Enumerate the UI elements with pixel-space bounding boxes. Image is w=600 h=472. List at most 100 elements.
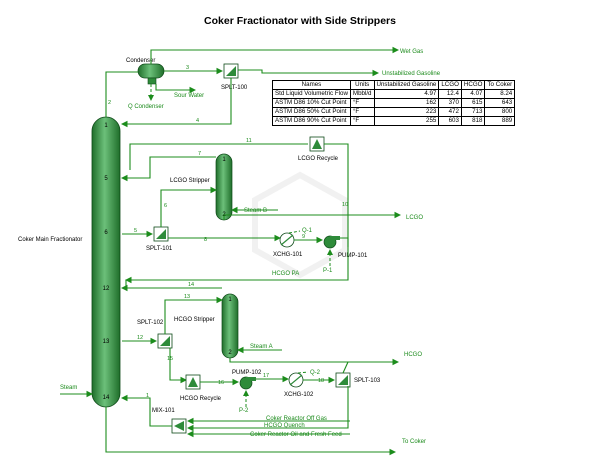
q-condenser-label: Q Condenser bbox=[128, 104, 164, 110]
q2-stream bbox=[297, 371, 309, 374]
main-tray-14: 14 bbox=[103, 395, 110, 401]
splt-102[interactable] bbox=[157, 333, 173, 349]
cell-value: 472 bbox=[438, 107, 462, 117]
xchg-101-label: XCHG-101 bbox=[273, 252, 303, 258]
table-row: ASTM D86 50% Cut Point °F 223 472 713 80… bbox=[272, 107, 516, 117]
cell-value: 255 bbox=[373, 116, 440, 126]
xchg-101[interactable] bbox=[279, 232, 295, 248]
cell-value: 603 bbox=[438, 116, 462, 126]
row-name: ASTM D86 10% Cut Point bbox=[272, 98, 351, 108]
results-table: Names Units Unstabilized Gasoline LCGO H… bbox=[272, 80, 516, 126]
stream-2 bbox=[105, 71, 138, 117]
watermark-logo bbox=[252, 171, 348, 279]
stream-14-label: 14 bbox=[188, 282, 194, 288]
cell-value: 713 bbox=[460, 107, 486, 117]
stream-13 bbox=[164, 296, 224, 334]
cell-value: 4.97 bbox=[373, 89, 440, 99]
cell-value: 8.24 bbox=[484, 89, 516, 99]
stream-17-label: 17 bbox=[263, 373, 269, 379]
diagram-title: Coker Fractionator with Side Strippers bbox=[204, 15, 396, 27]
mix-101[interactable] bbox=[171, 418, 187, 434]
col-header-units: Units bbox=[349, 80, 375, 90]
stream-6-label: 6 bbox=[164, 203, 167, 209]
row-name: ASTM D86 90% Cut Point bbox=[272, 116, 351, 126]
main-tray-1: 1 bbox=[104, 123, 108, 129]
col-header-names: Names bbox=[272, 80, 351, 90]
stream-unstab-gasoline bbox=[238, 69, 380, 77]
cell-value: 800 bbox=[484, 107, 516, 117]
col-header-unstab-gasoline: Unstabilized Gasoline bbox=[373, 80, 440, 90]
table-row: Std Liquid Volumetric Flow Mbbl/d 4.97 1… bbox=[272, 89, 516, 99]
unstab-gasoline-label: Unstabilized Gasoline bbox=[382, 71, 441, 77]
splt-101[interactable] bbox=[153, 226, 169, 242]
pump-101-label: PUMP-101 bbox=[338, 253, 368, 259]
mix-101-label: MIX-101 bbox=[152, 408, 175, 414]
stream-7-label: 7 bbox=[198, 151, 201, 157]
steam-b-label: Steam B bbox=[244, 208, 267, 214]
main-tray-12: 12 bbox=[103, 286, 110, 292]
pump-102-label: PUMP-102 bbox=[232, 370, 262, 376]
main-fractionator[interactable] bbox=[91, 116, 121, 408]
stream-pump101-out bbox=[340, 237, 349, 247]
condenser-label: Condenser bbox=[126, 58, 155, 64]
stream-2-label: 2 bbox=[108, 100, 111, 106]
cell-value: 223 bbox=[373, 107, 440, 117]
row-unit: Mbbl/d bbox=[349, 89, 375, 99]
stream-6 bbox=[160, 186, 218, 227]
lcgo-label: LCGO bbox=[406, 215, 423, 221]
splt-103-label: SPLT-103 bbox=[354, 378, 381, 384]
stream-11 bbox=[129, 143, 308, 170]
row-unit: °F bbox=[349, 98, 375, 108]
hcgo-stripper-label: HCGO Stripper bbox=[174, 317, 215, 323]
stream-18-label: 18 bbox=[318, 378, 324, 384]
cell-value: 889 bbox=[484, 116, 516, 126]
splt-103[interactable] bbox=[335, 372, 351, 388]
hcgo-label: HCGO bbox=[404, 352, 422, 358]
wet-gas-label: Wet Gas bbox=[400, 49, 423, 55]
steam-label: Steam bbox=[60, 385, 77, 391]
table-row: ASTM D86 90% Cut Point °F 255 603 818 88… bbox=[272, 116, 516, 126]
cell-value: 4.07 bbox=[460, 89, 486, 99]
stream-splt103-up bbox=[342, 361, 349, 374]
hcgo-pa-label: HCGO PA bbox=[272, 271, 299, 277]
col-header-to-coker: To Coker bbox=[484, 80, 516, 90]
stream-12-label: 12 bbox=[137, 335, 143, 341]
cell-value: 370 bbox=[438, 98, 462, 108]
row-name: Std Liquid Volumetric Flow bbox=[272, 89, 351, 99]
splt-102-label: SPLT-102 bbox=[137, 320, 164, 326]
xchg-102[interactable] bbox=[288, 372, 304, 388]
stream-hcgo-quench bbox=[186, 386, 349, 432]
row-unit: °F bbox=[349, 116, 375, 126]
pump-102[interactable] bbox=[239, 376, 256, 390]
stream-11-label: 11 bbox=[246, 138, 252, 144]
lcgo-tray-1: 1 bbox=[222, 157, 226, 163]
main-tray-6: 6 bbox=[104, 230, 108, 236]
lcgo-recycle[interactable] bbox=[309, 136, 325, 152]
stream-to-coker bbox=[105, 407, 397, 456]
stream-7 bbox=[120, 156, 216, 182]
sour-water-label: Sour Water bbox=[174, 93, 204, 99]
splt-100[interactable] bbox=[223, 63, 239, 79]
condenser[interactable] bbox=[137, 63, 165, 85]
cell-value: 12.4 bbox=[438, 89, 462, 99]
to-coker-label: To Coker bbox=[402, 439, 426, 445]
lcgo-stripper[interactable] bbox=[215, 153, 233, 221]
stream-hcgo bbox=[229, 358, 400, 366]
stream-15-label: 15 bbox=[167, 356, 173, 362]
stream-1-label: 1 bbox=[146, 393, 149, 399]
stream-4-label: 4 bbox=[196, 118, 199, 124]
col-header-lcgo: LCGO bbox=[438, 80, 462, 90]
main-fractionator-label: Coker Main Fractionator bbox=[18, 237, 82, 243]
main-tray-5: 5 bbox=[104, 176, 108, 182]
pump-101[interactable] bbox=[323, 235, 340, 249]
row-name: ASTM D86 50% Cut Point bbox=[272, 107, 351, 117]
steam-a-label: Steam A bbox=[250, 344, 273, 350]
q1-stream bbox=[288, 230, 301, 234]
row-unit: °F bbox=[349, 107, 375, 117]
hcgo-stripper[interactable] bbox=[221, 293, 239, 359]
col-header-hcgo: HCGO bbox=[460, 80, 486, 90]
hcgo-recycle[interactable] bbox=[185, 374, 201, 390]
stream-sour-water bbox=[155, 84, 197, 94]
cell-value: 818 bbox=[460, 116, 486, 126]
